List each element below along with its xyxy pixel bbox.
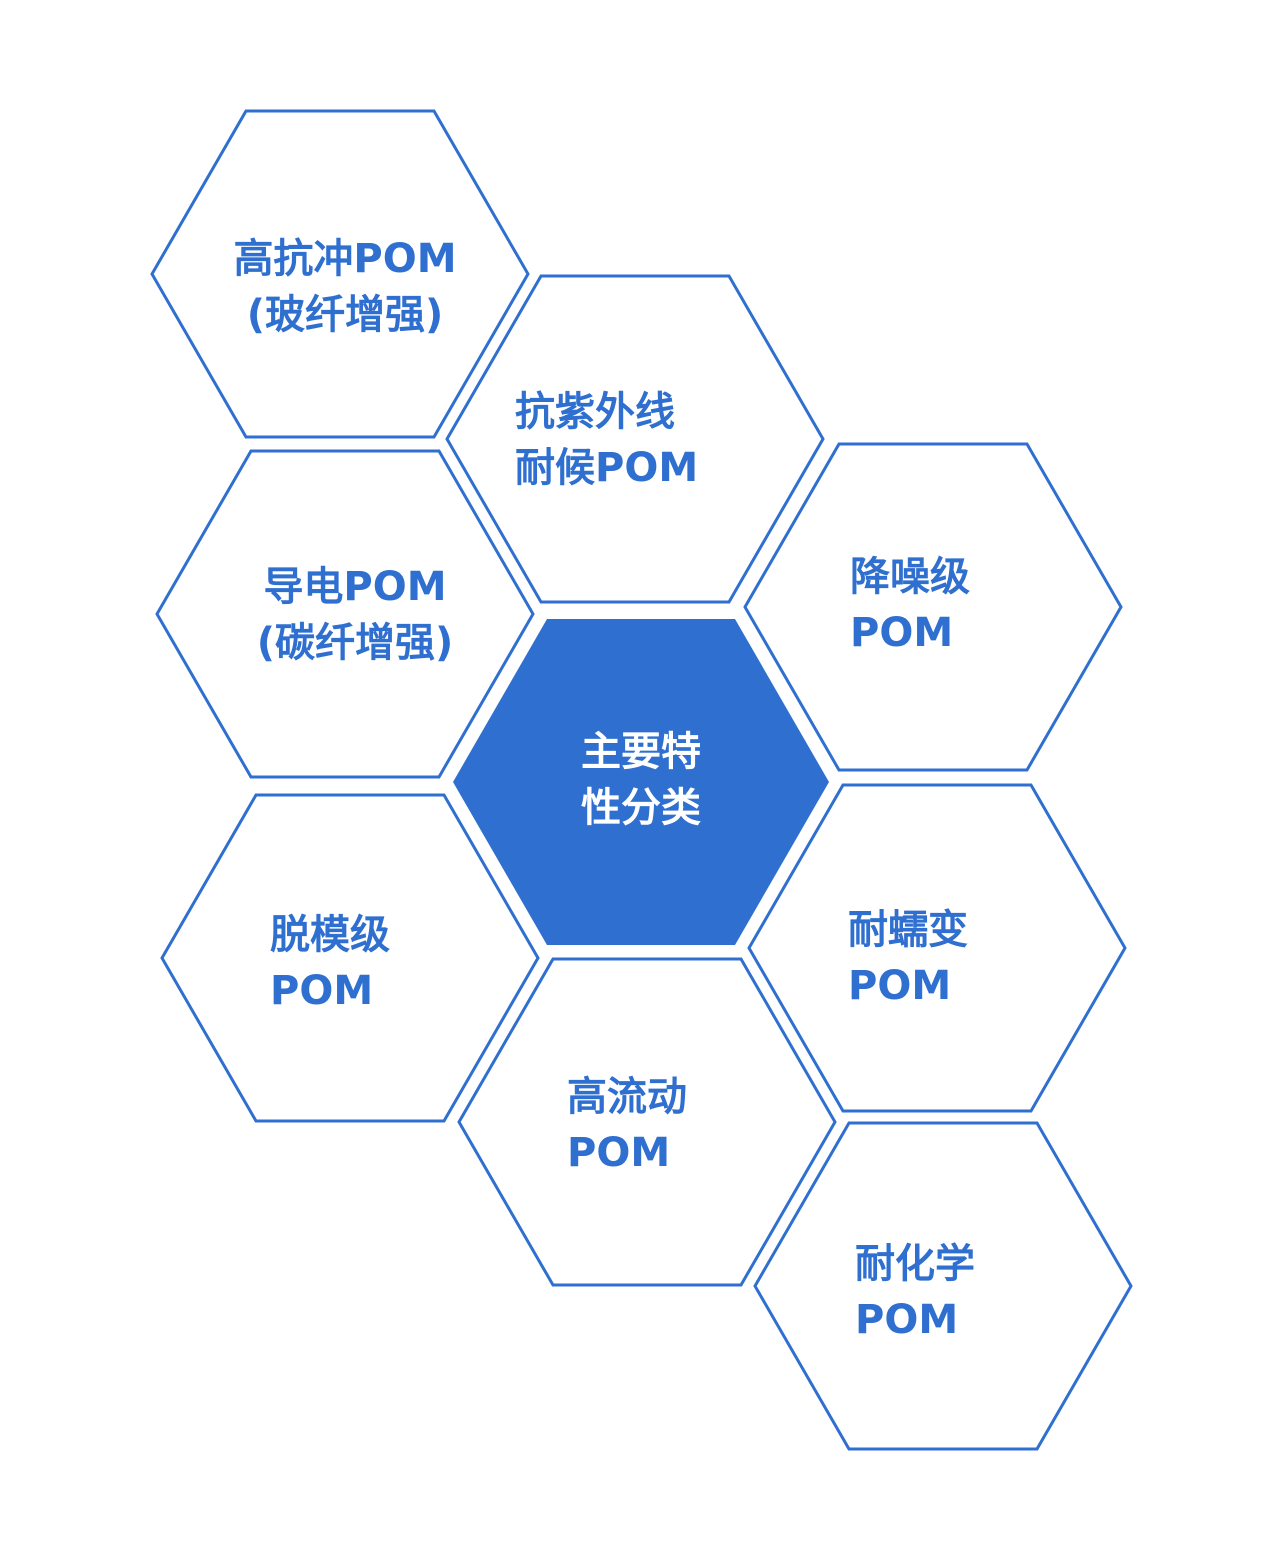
hexagon-shape	[747, 783, 1127, 1113]
hexagon-label-line: POM	[855, 1297, 958, 1343]
hexagon-label-line: 导电POM	[263, 564, 446, 610]
hexagon-label-line: (碳纤增强)	[257, 620, 454, 666]
category-hexagon-high-flow: 高流动 POM	[457, 957, 837, 1287]
hexagon-label-line: POM	[850, 610, 953, 656]
hexagon-label-line: 耐蠕变	[848, 907, 968, 953]
hexagon-label-line: 高抗冲POM	[233, 236, 456, 282]
hexagon-shape	[155, 449, 535, 779]
category-hexagon-noise-reduction: 降噪级 POM	[743, 442, 1123, 772]
hexagon-label-line: POM	[567, 1130, 670, 1176]
hexagon-label-line: 脱模级	[270, 912, 390, 958]
hexagon-shape	[445, 274, 825, 604]
category-hexagon-creep-resistant: 耐蠕变 POM	[747, 783, 1127, 1113]
category-hexagon-mold-release: 脱模级 POM	[160, 793, 540, 1123]
hexagon-label-line: POM	[270, 968, 373, 1014]
hexagon-label-line: 性分类	[581, 785, 701, 831]
hexagon-shape	[753, 1121, 1133, 1451]
hexagon-shape	[150, 109, 530, 439]
hexagon-label-line: 主要特	[581, 729, 701, 775]
hexagon-label-line: 耐化学	[855, 1241, 975, 1287]
category-hexagon-conductive: 导电POM (碳纤增强)	[155, 449, 535, 779]
hexagon-label-line: (玻纤增强)	[247, 292, 444, 338]
hexagon-label-line: 抗紫外线	[515, 389, 675, 435]
hexagon-label-line: POM	[848, 963, 951, 1009]
category-hexagon-high-impact: 高抗冲POM (玻纤增强)	[150, 109, 530, 439]
category-hexagon-chemical-resistant: 耐化学 POM	[753, 1121, 1133, 1451]
hexagon-shape	[457, 957, 837, 1287]
hexagon-label-line: 耐候POM	[515, 445, 698, 491]
hexagon-shape	[743, 442, 1123, 772]
hexagon-shape	[160, 793, 540, 1123]
hexagon-label-line: 高流动	[567, 1074, 687, 1120]
hexagon-shape	[453, 619, 829, 945]
hexagon-label-line: 降噪级	[850, 554, 970, 600]
